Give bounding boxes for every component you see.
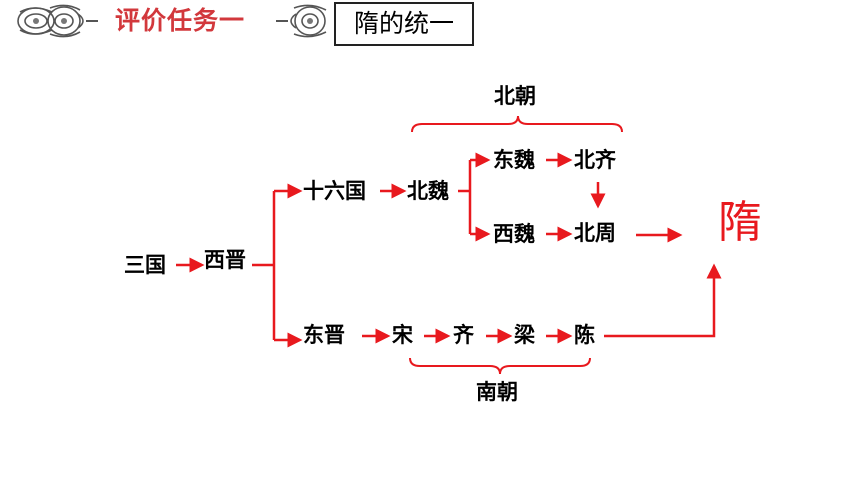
label-north-dynasties: 北朝: [494, 84, 536, 108]
node-qi: 齐: [453, 323, 474, 347]
node-beizhou: 北周: [574, 221, 616, 245]
node-beiwei: 北魏: [407, 179, 449, 203]
topic-title: 隋的统一: [334, 2, 474, 46]
node-beiqi: 北齐: [574, 148, 616, 172]
node-sui: 隋: [718, 197, 762, 248]
node-xiwei: 西魏: [493, 222, 535, 246]
node-xijin: 西晋: [204, 248, 246, 272]
node-song: 宋: [392, 323, 413, 347]
task-banner: [14, 2, 330, 40]
arrow-chen-sui: [604, 263, 722, 338]
node-chen: 陈: [574, 323, 595, 347]
south-dynasties-brace: [409, 357, 591, 375]
node-dongjin: 东晋: [303, 323, 345, 347]
node-shiliuguo: 十六国: [303, 179, 366, 203]
label-south-dynasties: 南朝: [476, 380, 518, 404]
task-label: 评价任务一: [114, 6, 245, 35]
cloud-ornament-icon: [17, 4, 327, 38]
node-dongwei: 东魏: [493, 148, 535, 172]
node-liang: 梁: [514, 323, 535, 347]
node-sanguo: 三国: [124, 253, 166, 277]
north-dynasties-brace: [411, 115, 623, 133]
